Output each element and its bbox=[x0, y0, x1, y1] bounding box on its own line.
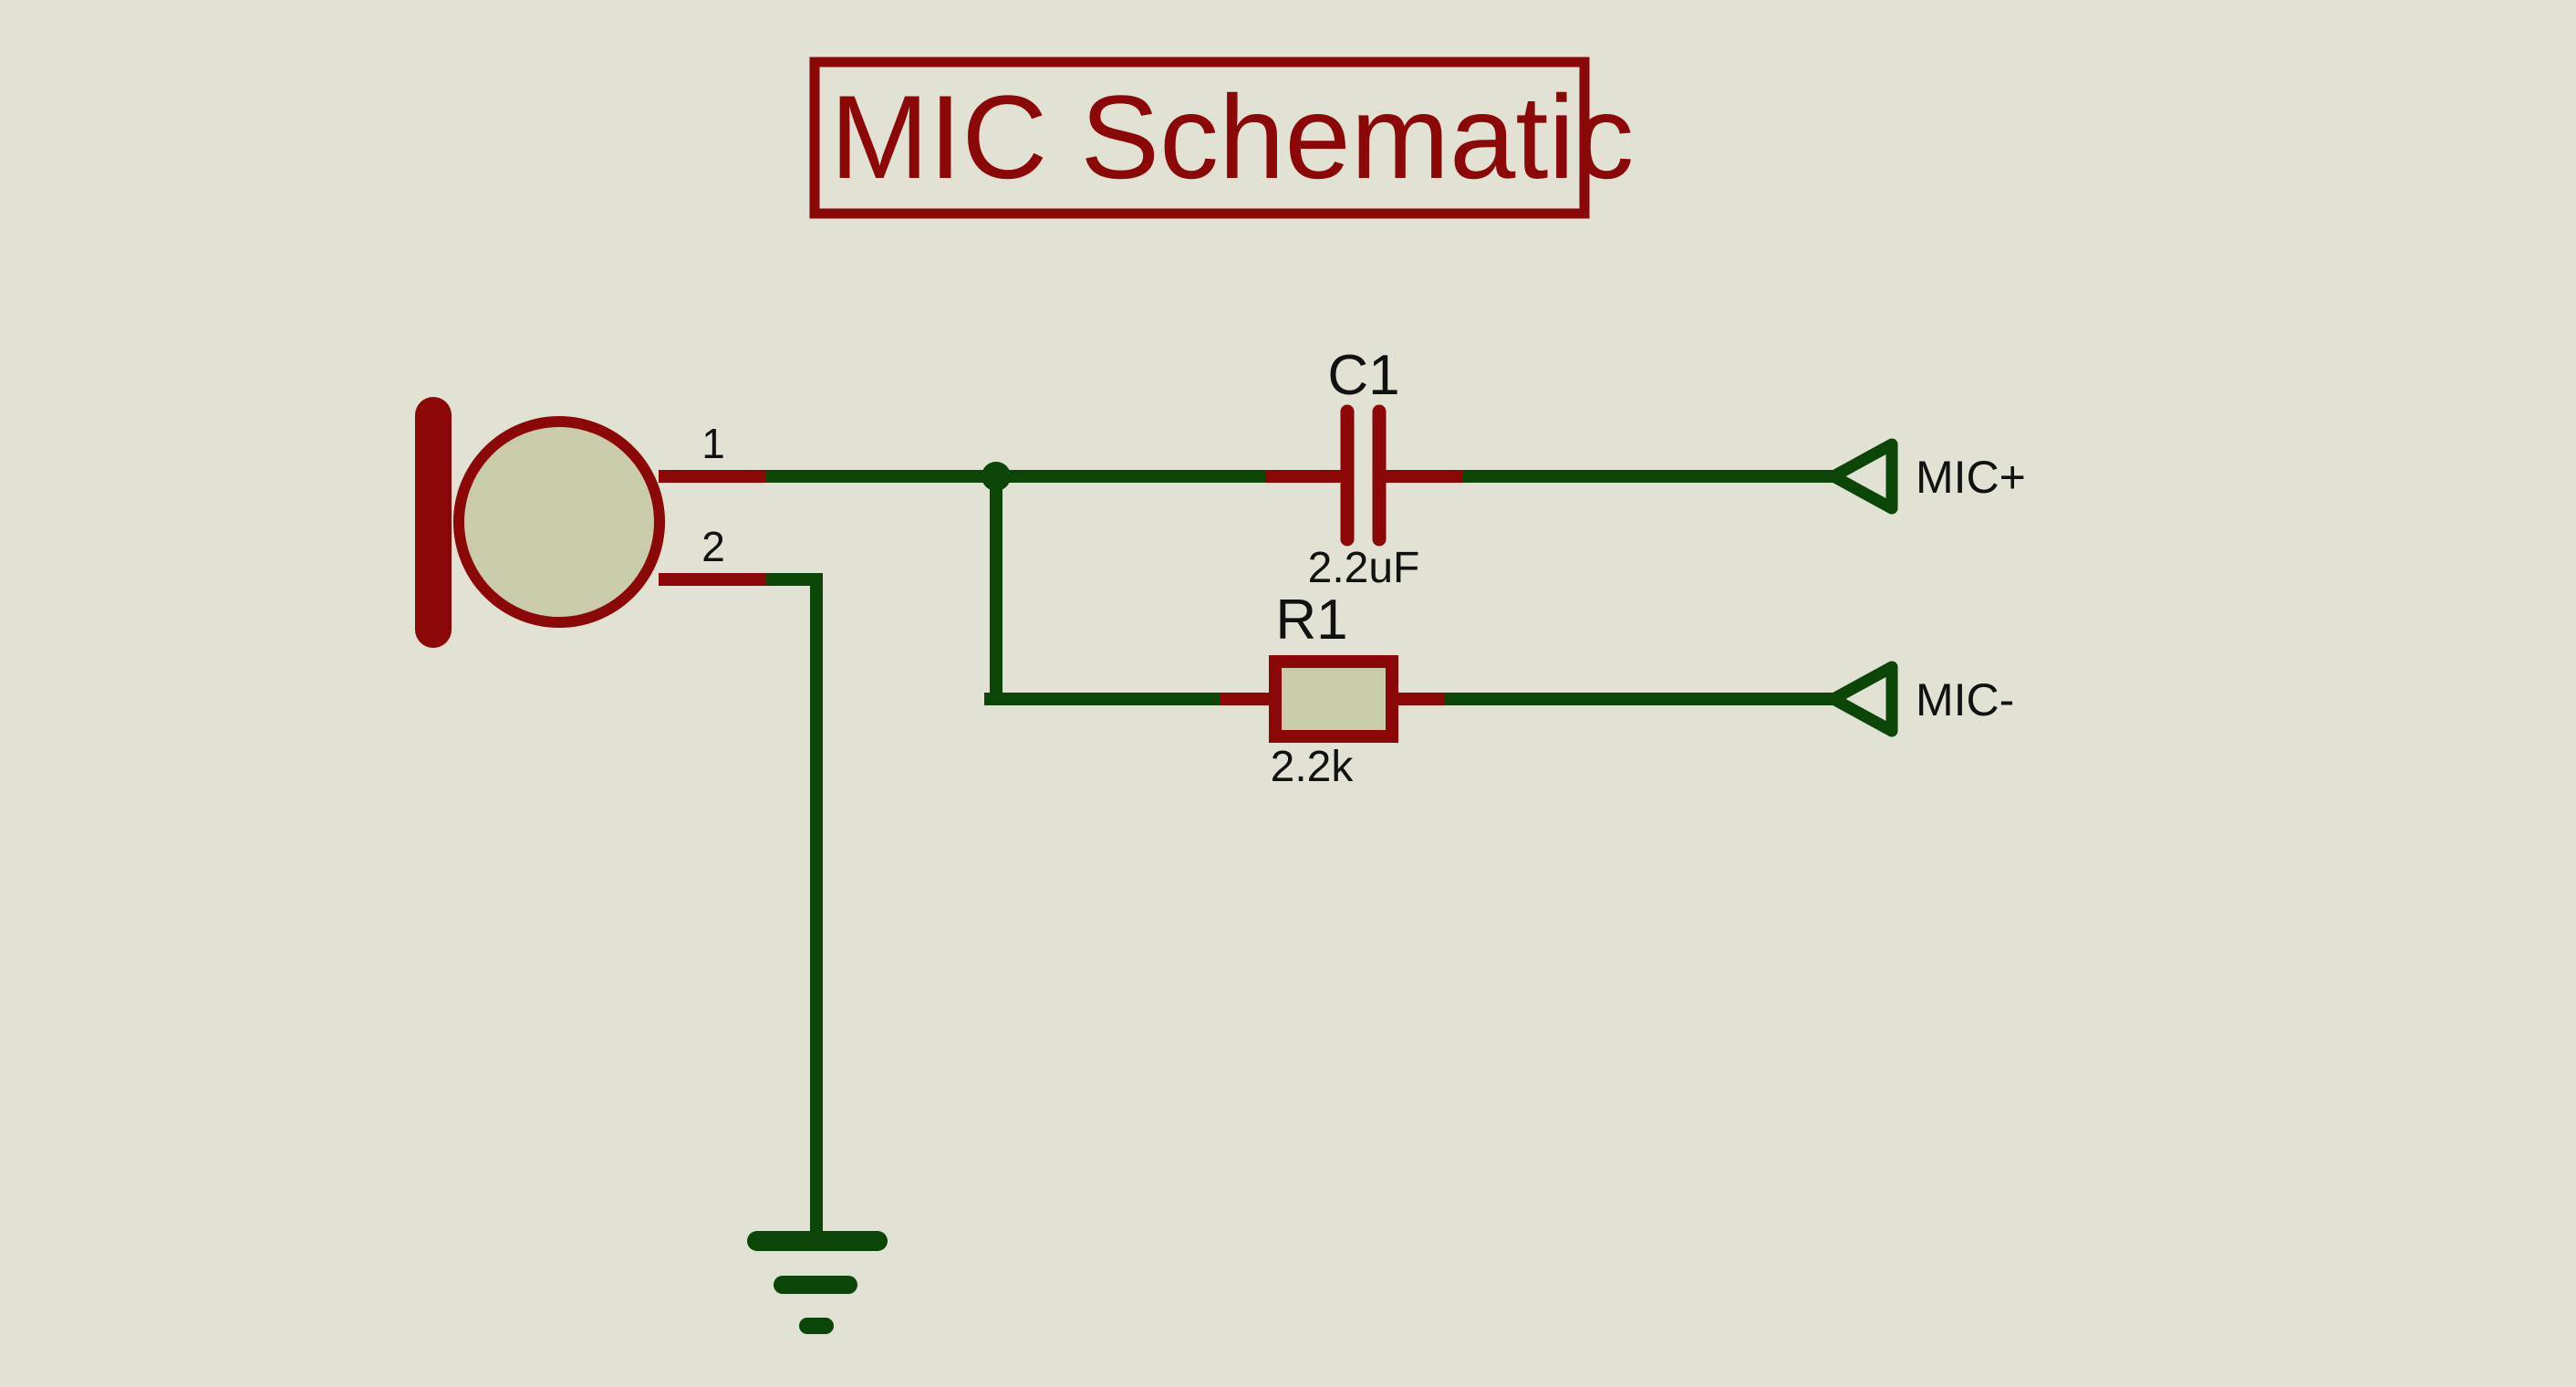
port-mic-minus-triangle-icon bbox=[1827, 661, 1898, 737]
r1-body bbox=[1269, 655, 1398, 743]
port-mic-plus[interactable]: MIC+ bbox=[1827, 438, 2026, 515]
microphone-pin2-number: 2 bbox=[701, 523, 725, 570]
c1-value: 2.2uF bbox=[1308, 544, 1420, 592]
page-title: MIC Schematic bbox=[830, 70, 1634, 203]
microphone-symbol[interactable]: 1 2 bbox=[415, 397, 766, 648]
port-mic-plus-label: MIC+ bbox=[1916, 452, 2026, 503]
resistor-r1[interactable]: R1 2.2k bbox=[1220, 589, 1445, 791]
wires bbox=[758, 470, 1840, 1249]
port-mic-minus-label: MIC- bbox=[1916, 674, 2014, 725]
microphone-capsule bbox=[453, 416, 665, 628]
capacitor-c1[interactable]: C1 2.2uF bbox=[1266, 344, 1463, 592]
wire-mic2-to-gnd[interactable] bbox=[758, 573, 823, 1249]
junction-dot bbox=[982, 462, 1011, 491]
ground-symbol[interactable] bbox=[747, 1231, 888, 1334]
microphone-pin1-number: 1 bbox=[701, 420, 725, 467]
title-border bbox=[809, 57, 1590, 219]
title-block: MIC Schematic bbox=[809, 57, 1634, 219]
r1-value: 2.2k bbox=[1271, 743, 1355, 791]
c1-designator: C1 bbox=[1327, 344, 1399, 407]
port-mic-plus-triangle-icon bbox=[1827, 438, 1898, 515]
port-mic-minus[interactable]: MIC- bbox=[1827, 661, 2014, 737]
r1-designator: R1 bbox=[1275, 589, 1347, 652]
